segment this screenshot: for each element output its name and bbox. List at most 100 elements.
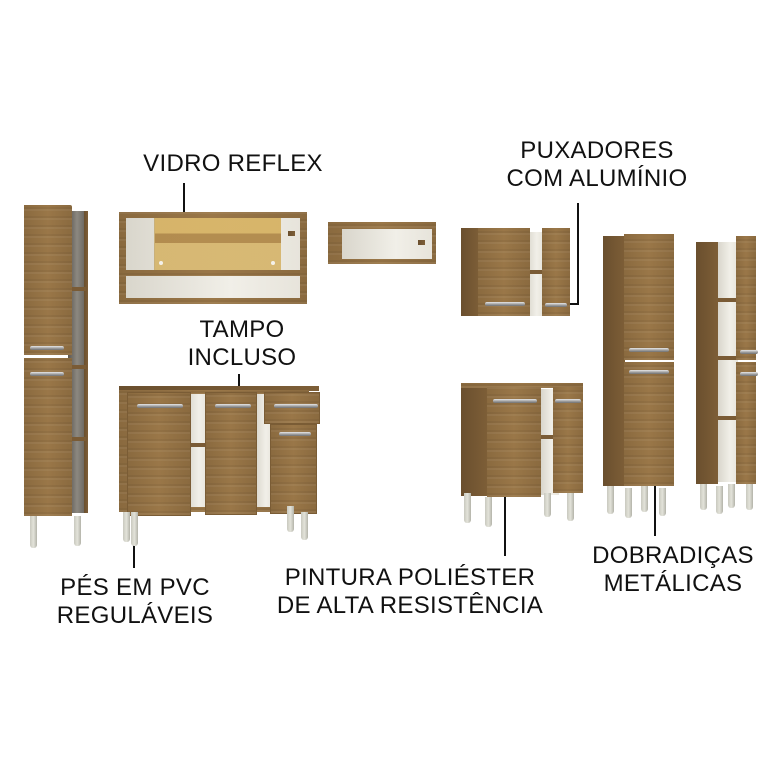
lower-door xyxy=(24,358,72,516)
label-tampo-line1: TAMPO xyxy=(199,316,285,343)
tall-pantry-left xyxy=(24,205,90,550)
hinge-bracket xyxy=(418,240,425,245)
leg xyxy=(485,497,492,527)
right-door xyxy=(270,424,317,514)
drawer-front xyxy=(264,392,320,424)
left-door xyxy=(127,392,191,516)
shelf xyxy=(68,287,86,291)
shelf xyxy=(68,437,86,441)
leg xyxy=(607,486,614,514)
label-pintura: PINTURA POLIÉSTER DE ALTA RESISTÊNCIA xyxy=(272,564,548,620)
leg xyxy=(567,493,574,521)
handle-right-door xyxy=(545,303,567,307)
middle-door xyxy=(205,392,257,515)
leg xyxy=(700,484,707,510)
leader-pintura xyxy=(504,492,506,556)
handle-lower xyxy=(740,372,758,376)
label-tampo-line2: INCLUSO xyxy=(187,344,297,371)
cabinet-side xyxy=(461,386,487,496)
handle-lower xyxy=(30,372,64,376)
hinge-bracket xyxy=(288,231,295,236)
handle-middle-door xyxy=(215,404,251,408)
upper-door xyxy=(624,234,674,360)
leg xyxy=(659,488,666,516)
leader-pes-pvc xyxy=(133,540,135,568)
label-dobradicas-line2: METÁLICAS xyxy=(603,570,743,597)
leg xyxy=(625,488,632,518)
leader-puxadores-v xyxy=(577,203,579,305)
label-dobradicas-line1: DOBRADIÇAS xyxy=(592,542,754,569)
leader-dobradicas xyxy=(654,484,656,536)
leg xyxy=(641,486,648,512)
leg xyxy=(301,512,308,540)
shelf xyxy=(718,356,738,360)
reflex-glass-door xyxy=(154,218,281,270)
left-door xyxy=(487,387,541,497)
handle-drawer xyxy=(274,404,318,408)
leg xyxy=(287,506,294,532)
handle-right-door xyxy=(555,399,581,403)
label-tampo: TAMPO INCLUSO xyxy=(180,316,304,372)
handle-right-door xyxy=(279,432,311,436)
open-door-upper xyxy=(736,236,756,360)
label-puxadores-line1: PUXADORES xyxy=(520,137,674,164)
leg xyxy=(131,512,138,546)
label-pintura-line2: DE ALTA RESISTÊNCIA xyxy=(276,592,544,619)
handle-left-door xyxy=(137,404,183,408)
cabinet-side xyxy=(461,228,479,316)
label-pes-line2: REGULÁVEIS xyxy=(56,602,214,629)
countertop xyxy=(119,386,319,391)
leg xyxy=(544,493,551,517)
lower-compartment xyxy=(126,276,300,298)
tall-cabinet-closed xyxy=(603,232,675,520)
label-pes-line1: PÉS EM PVC xyxy=(60,574,210,601)
open-door-lower xyxy=(736,362,756,484)
leg xyxy=(728,484,735,508)
left-door xyxy=(478,228,530,316)
shelf xyxy=(718,298,738,302)
handle-upper xyxy=(740,350,758,354)
knob-icon xyxy=(159,261,163,265)
cabinet-side xyxy=(84,211,88,513)
open-niche xyxy=(328,222,436,264)
interior-left xyxy=(187,394,207,507)
label-puxadores: PUXADORES COM ALUMÍNIO xyxy=(492,137,702,193)
upper-door xyxy=(24,205,72,355)
label-dobradicas: DOBRADIÇAS METÁLICAS xyxy=(580,542,766,598)
cabinet-top xyxy=(461,383,583,388)
right-door xyxy=(542,228,570,316)
lower-door xyxy=(624,362,674,486)
handle-upper xyxy=(30,346,64,350)
handle-left-door xyxy=(493,399,537,403)
label-pes-pvc: PÉS EM PVC REGULÁVEIS xyxy=(50,574,220,630)
sink-base-cabinet xyxy=(119,386,320,546)
shelf xyxy=(541,435,559,439)
cabinet-interior xyxy=(527,232,543,316)
label-pintura-line1: PINTURA POLIÉSTER xyxy=(284,564,536,591)
niche-interior xyxy=(342,229,432,259)
leg xyxy=(464,493,471,523)
handle-upper xyxy=(629,348,669,352)
cabinet-side xyxy=(603,236,625,486)
leader-vidro-reflex xyxy=(183,183,185,213)
handle-left-door xyxy=(485,302,525,306)
label-vidro-reflex: VIDRO REFLEX xyxy=(143,150,323,177)
knob-icon xyxy=(271,261,275,265)
leg xyxy=(74,516,81,546)
leg xyxy=(746,484,753,510)
leg xyxy=(716,486,723,514)
cabinet-interior xyxy=(718,242,738,482)
leg xyxy=(30,516,37,548)
wall-cabinet-2-doors xyxy=(461,226,573,318)
glass-wall-cabinet xyxy=(119,212,307,304)
label-puxadores-line2: COM ALUMÍNIO xyxy=(506,165,688,192)
shelf xyxy=(527,270,543,274)
handle-lower xyxy=(629,370,669,374)
cabinet-side xyxy=(696,242,718,484)
shelf xyxy=(68,365,86,369)
shelf xyxy=(718,416,738,420)
right-door xyxy=(553,387,583,493)
leader-tampo xyxy=(238,374,240,390)
shelf xyxy=(187,443,207,447)
